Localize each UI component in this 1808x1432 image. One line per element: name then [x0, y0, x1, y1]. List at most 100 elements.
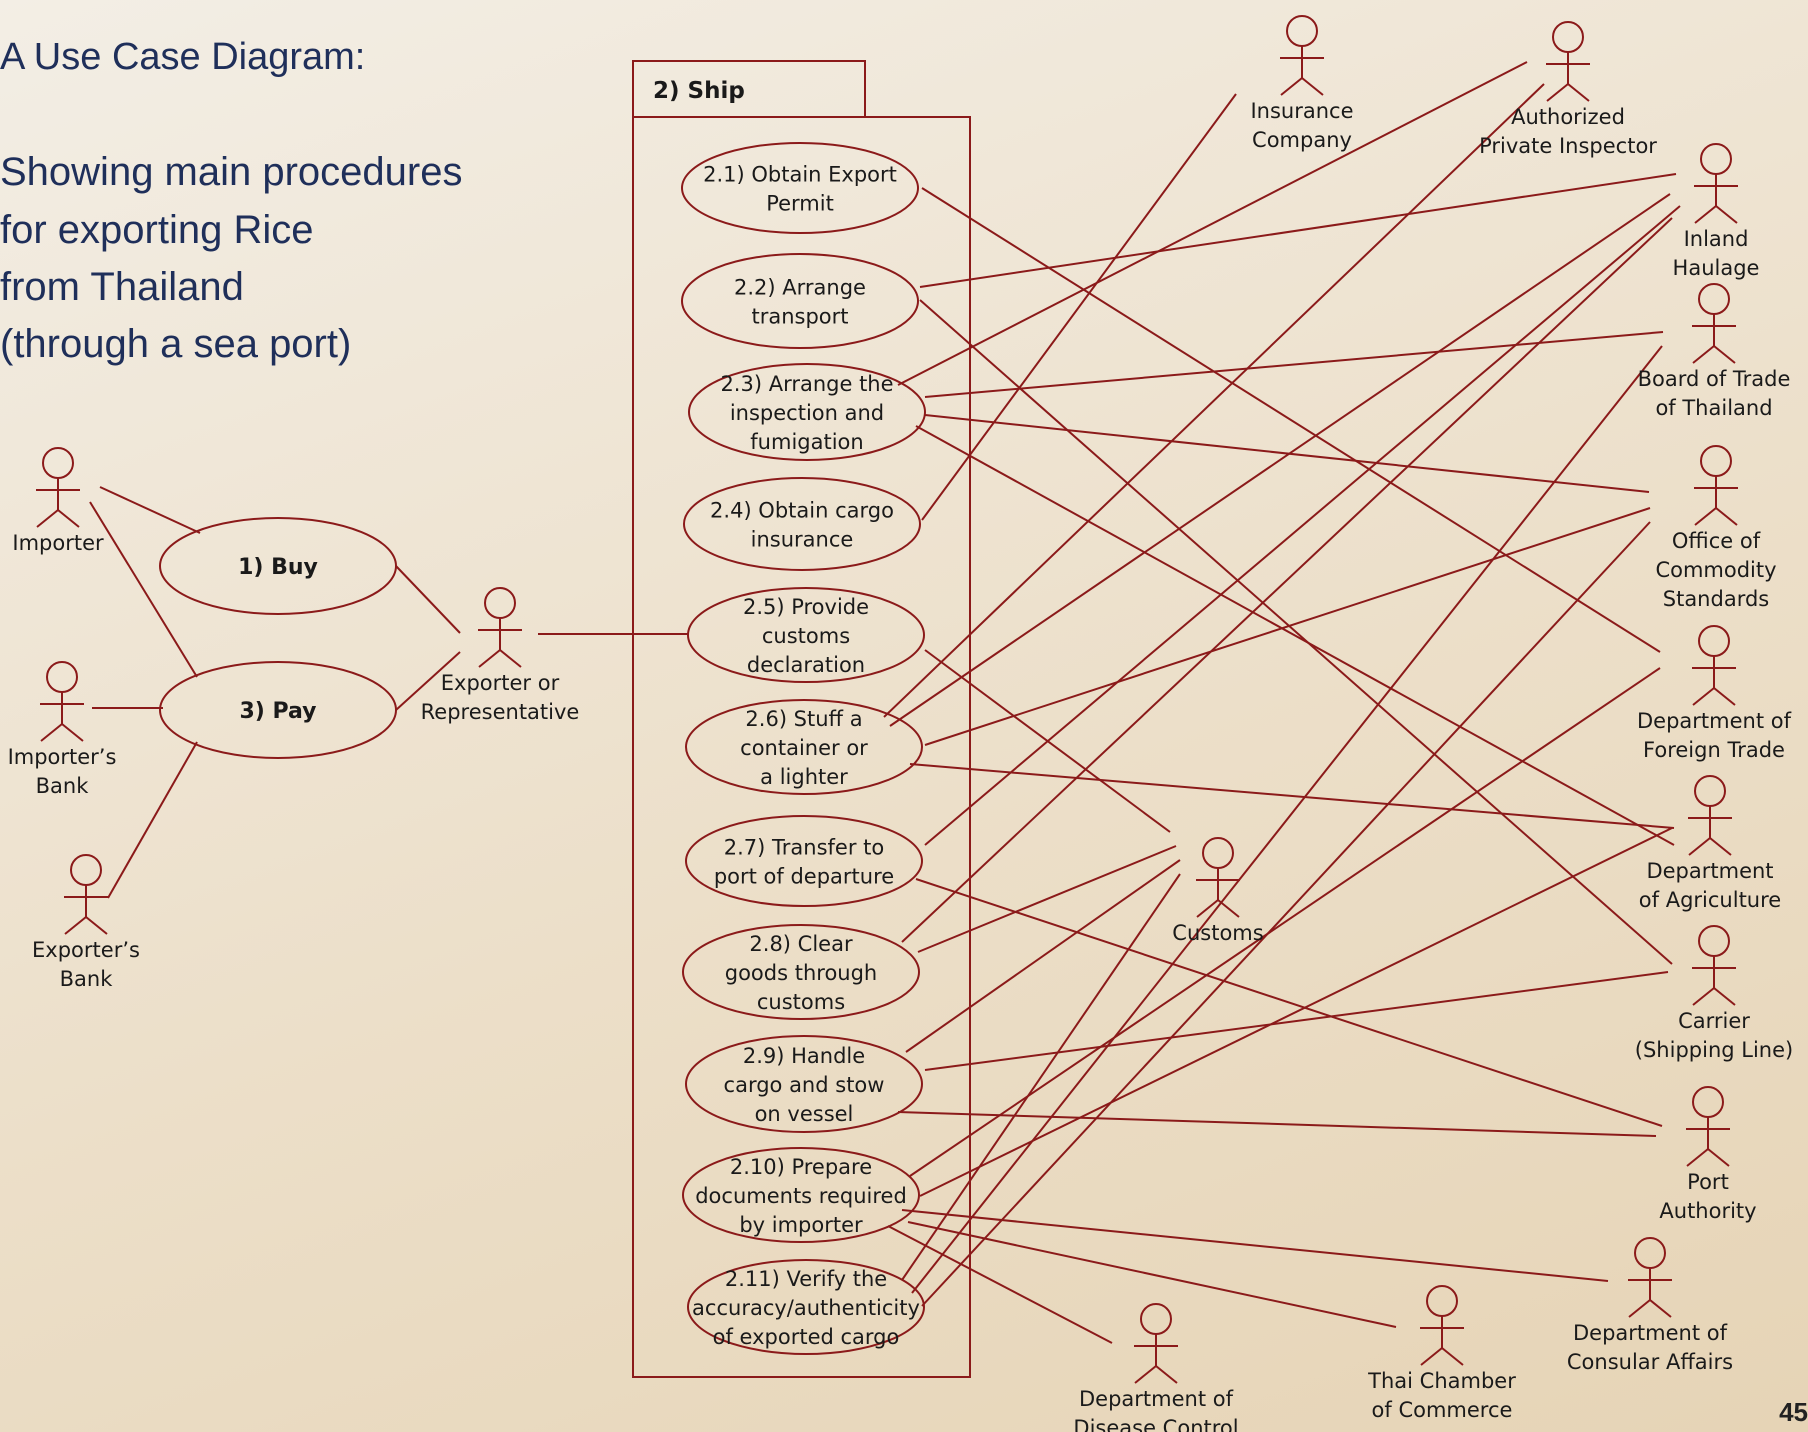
actor-label: Exporter or	[441, 671, 560, 695]
actor-right-leg	[57, 509, 80, 528]
use-case-label: customs	[757, 990, 845, 1014]
actor-label: Bank	[60, 967, 114, 991]
use-case-ellipse	[159, 661, 397, 759]
use-case-ellipse	[682, 1147, 920, 1243]
use-case-label: 1) Buy	[238, 555, 318, 580]
association-buy-exporter	[395, 565, 461, 634]
association-uc6-commodity	[924, 507, 1651, 746]
actor-head	[1698, 925, 1730, 957]
page-number: 45	[1779, 1397, 1808, 1427]
actor-right-leg	[1713, 687, 1736, 706]
actor-left-leg	[1134, 1365, 1157, 1384]
use-case-label: fumigation	[750, 430, 863, 454]
actor-head	[1634, 1237, 1666, 1269]
actor-label: Department of	[1573, 1321, 1728, 1345]
actor-label: Standards	[1663, 587, 1769, 611]
use-case-label: a lighter	[760, 765, 848, 789]
actor-label: of Agriculture	[1639, 888, 1781, 912]
actor-head	[1202, 837, 1234, 869]
actor-left-leg	[1686, 1148, 1709, 1167]
actor-right-leg	[1715, 205, 1738, 224]
actor-label: Bank	[36, 774, 90, 798]
use-case-ellipse	[685, 699, 923, 795]
use-case-label: documents required	[695, 1184, 907, 1208]
actor-right-leg	[1441, 1347, 1464, 1366]
association-uc10-chamber	[907, 1221, 1397, 1328]
actor-right-leg	[1155, 1365, 1178, 1384]
association-uc6-agriculture	[909, 763, 1675, 829]
association-uc9-carrier	[924, 971, 1669, 1071]
actor-label: Customs	[1172, 921, 1263, 945]
actor-left-leg	[1628, 1299, 1651, 1318]
actor-label: Representative	[421, 700, 580, 724]
actor-right-leg	[61, 723, 84, 742]
use-case-buy[interactable]: 1) Buy	[159, 517, 397, 615]
actor-left-leg	[1692, 345, 1715, 364]
actor-customs[interactable]: Customs	[1172, 837, 1264, 945]
use-case-ellipse	[681, 142, 919, 234]
use-case-pay[interactable]: 3) Pay	[159, 661, 397, 759]
association-uc2-inland	[919, 173, 1677, 288]
association-lines	[89, 61, 1681, 1344]
use-case-label: 2.9) Handle	[743, 1044, 865, 1068]
use-case-label: Permit	[766, 192, 834, 216]
actor-right-leg	[1709, 837, 1732, 856]
system-boundary: 2) Ship	[632, 60, 971, 1378]
use-case-label: port of departure	[714, 865, 894, 889]
use-case-label: 2.1) Obtain Export	[703, 163, 897, 187]
use-case-label: cargo and stow	[724, 1073, 885, 1097]
actor-label: Exporter’s	[32, 938, 140, 962]
association-uc1-foreign_trade	[921, 187, 1661, 653]
actor-left-leg	[1546, 83, 1569, 102]
use-case-label: goods through	[725, 961, 878, 985]
actor-right-leg	[1715, 507, 1738, 526]
actor-left-leg	[1688, 837, 1711, 856]
use-case-label: by importer	[739, 1213, 863, 1237]
association-uc8-customs	[917, 845, 1177, 953]
actor-exporter[interactable]: Exporter or Representative	[421, 587, 580, 724]
actor-importer[interactable]: Importer	[12, 447, 104, 555]
use-case-label: of exported cargo	[713, 1325, 900, 1349]
association-uc7-inland	[924, 205, 1681, 846]
actor-left-leg	[64, 916, 87, 935]
actor-right-leg	[499, 649, 522, 668]
actor-right-leg	[1649, 1299, 1672, 1318]
association-uc10-agriculture	[919, 827, 1673, 1197]
actor-left-leg	[478, 649, 501, 668]
actor-head	[1140, 1303, 1172, 1335]
use-case-ellipse	[159, 517, 397, 615]
actor-label: Haulage	[1673, 256, 1760, 280]
use-case-uc11[interactable]: 2.11) Verify theaccuracy/authenticityof …	[687, 1259, 925, 1355]
actor-left-leg	[1420, 1347, 1443, 1366]
actor-label: Importer’s	[8, 745, 117, 769]
actor-carrier[interactable]: Carrier(Shipping Line)	[1635, 925, 1793, 1062]
actor-head	[1700, 143, 1732, 175]
use-case-label: container or	[740, 736, 868, 760]
actors: ImporterImporter’sBankExporter’sBankExpo…	[8, 15, 1793, 1432]
use-case-label: transport	[751, 305, 848, 329]
actor-label: Department of	[1637, 709, 1792, 733]
